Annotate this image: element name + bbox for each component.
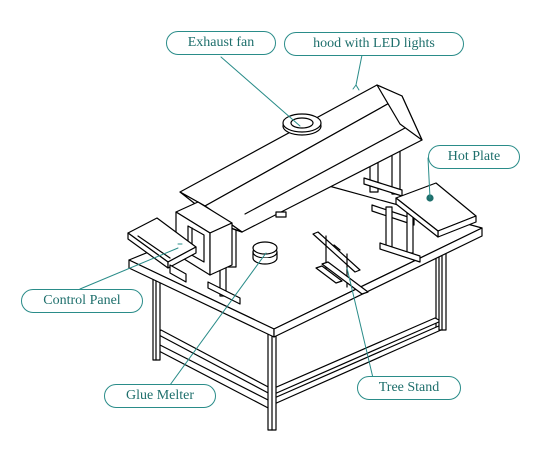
callout-lines <box>79 54 431 386</box>
tree-stand <box>312 231 369 295</box>
tree-stand-label: Tree Stand <box>357 376 461 400</box>
exhaust-fan-label: Exhaust fan <box>166 31 276 55</box>
control-panel-console <box>127 217 197 283</box>
glue-melter <box>252 241 278 265</box>
control-panel-cabinet <box>175 201 233 276</box>
hot-plate-stand <box>371 204 421 263</box>
control-panel-label: Control Panel <box>21 289 143 313</box>
hood-label: hood with LED lights <box>284 32 464 56</box>
hot-plate-label: Hot Plate <box>428 145 520 169</box>
glue-melter-label: Glue Melter <box>104 384 216 408</box>
exhaust-fan <box>282 113 322 136</box>
